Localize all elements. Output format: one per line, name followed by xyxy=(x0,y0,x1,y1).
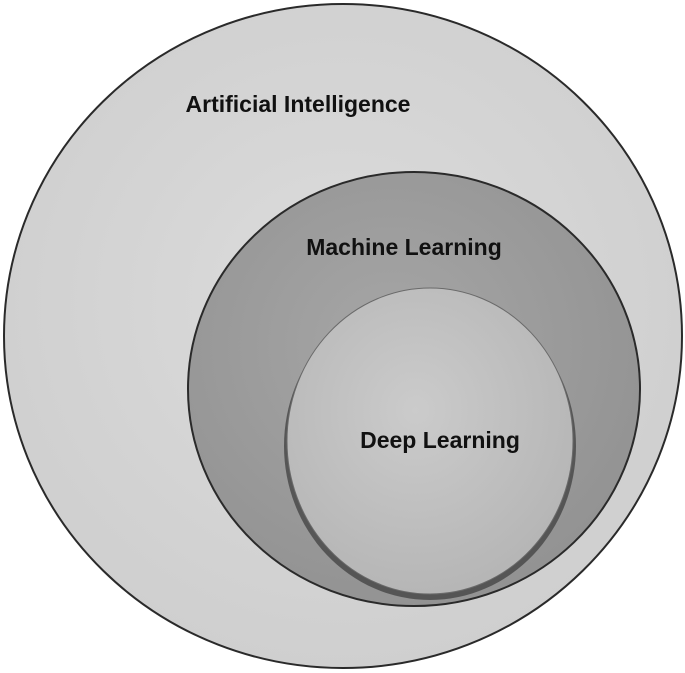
ai-label: Artificial Intelligence xyxy=(186,91,411,117)
dl-circle xyxy=(286,287,574,595)
dl-label: Deep Learning xyxy=(360,427,520,453)
ml-label: Machine Learning xyxy=(306,234,502,260)
